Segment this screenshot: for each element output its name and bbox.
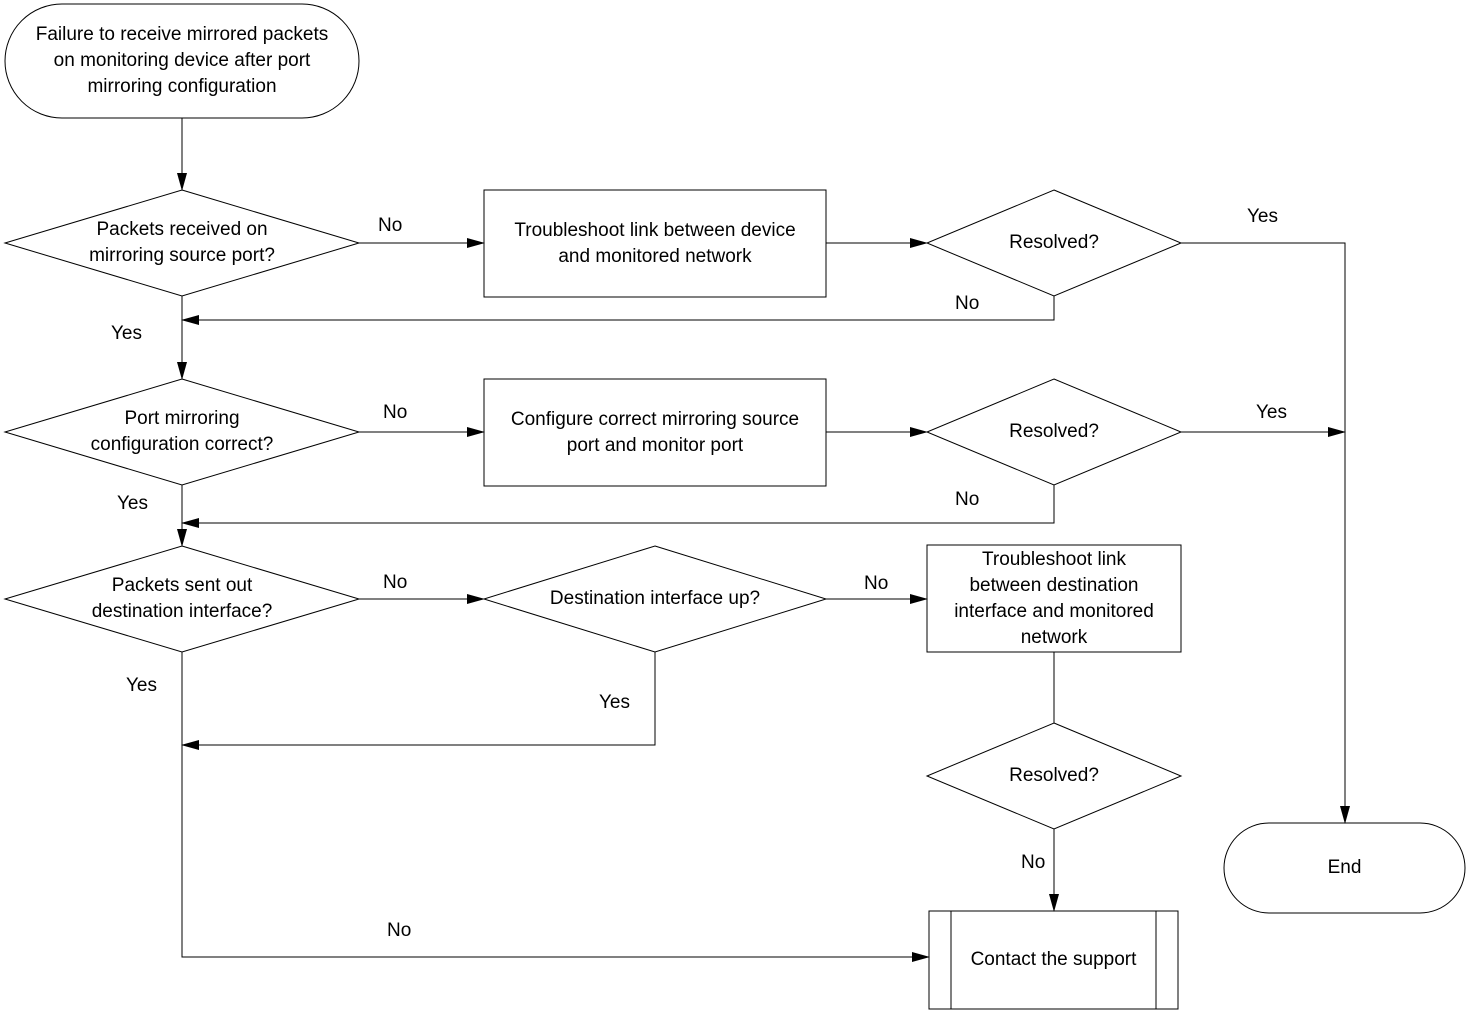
edge-label-d2-no: No — [383, 402, 408, 423]
decision-resolved-2-label: Resolved? — [1009, 421, 1099, 442]
edge-label-d1-yes: Yes — [111, 323, 142, 344]
decision-config-correct-label: Port mirroring configuration correct? — [90, 408, 274, 455]
process-troubleshoot-link — [483, 189, 827, 298]
edge-label-d3-no: No — [383, 572, 408, 593]
decision-interface-up-label: Destination interface up? — [549, 588, 761, 609]
decision-resolved-1-label: Resolved? — [1009, 232, 1099, 253]
end-label: End — [1327, 857, 1362, 878]
process-troubleshoot-link-label: Troubleshoot link between device and mon… — [514, 219, 796, 267]
decision-packets-received-label: Packets received on mirroring source por… — [89, 219, 275, 266]
edge-label-d1-no: No — [378, 215, 403, 236]
edge-label-d4-yes: Yes — [599, 692, 630, 713]
edge-label-r3-no: No — [1021, 852, 1046, 873]
process-configure-ports-label: Configure correct mirroring source port … — [510, 408, 800, 456]
start-label: Failure to receive mirrored packets on m… — [35, 24, 329, 97]
edge-label-d3-support-no: No — [387, 920, 412, 941]
process-troubleshoot-destination — [926, 544, 1182, 653]
edge-label-r1-no: No — [955, 293, 980, 314]
decision-packets-sent-label: Packets sent out destination interface? — [91, 575, 273, 622]
edge-label-r2-no: No — [955, 489, 980, 510]
process-troubleshoot-destination-label: Troubleshoot link between destination in… — [954, 548, 1154, 648]
edge-label-r2-yes: Yes — [1256, 402, 1287, 423]
edge-label-d3-yes: Yes — [126, 675, 157, 696]
edge-label-d4-no: No — [864, 573, 889, 594]
contact-support-label: Contact the support — [970, 949, 1137, 970]
process-configure-ports — [483, 378, 827, 487]
decision-resolved-3-label: Resolved? — [1009, 765, 1099, 786]
edge-label-r1-yes: Yes — [1247, 206, 1278, 227]
edge-label-d2-yes: Yes — [117, 493, 148, 514]
